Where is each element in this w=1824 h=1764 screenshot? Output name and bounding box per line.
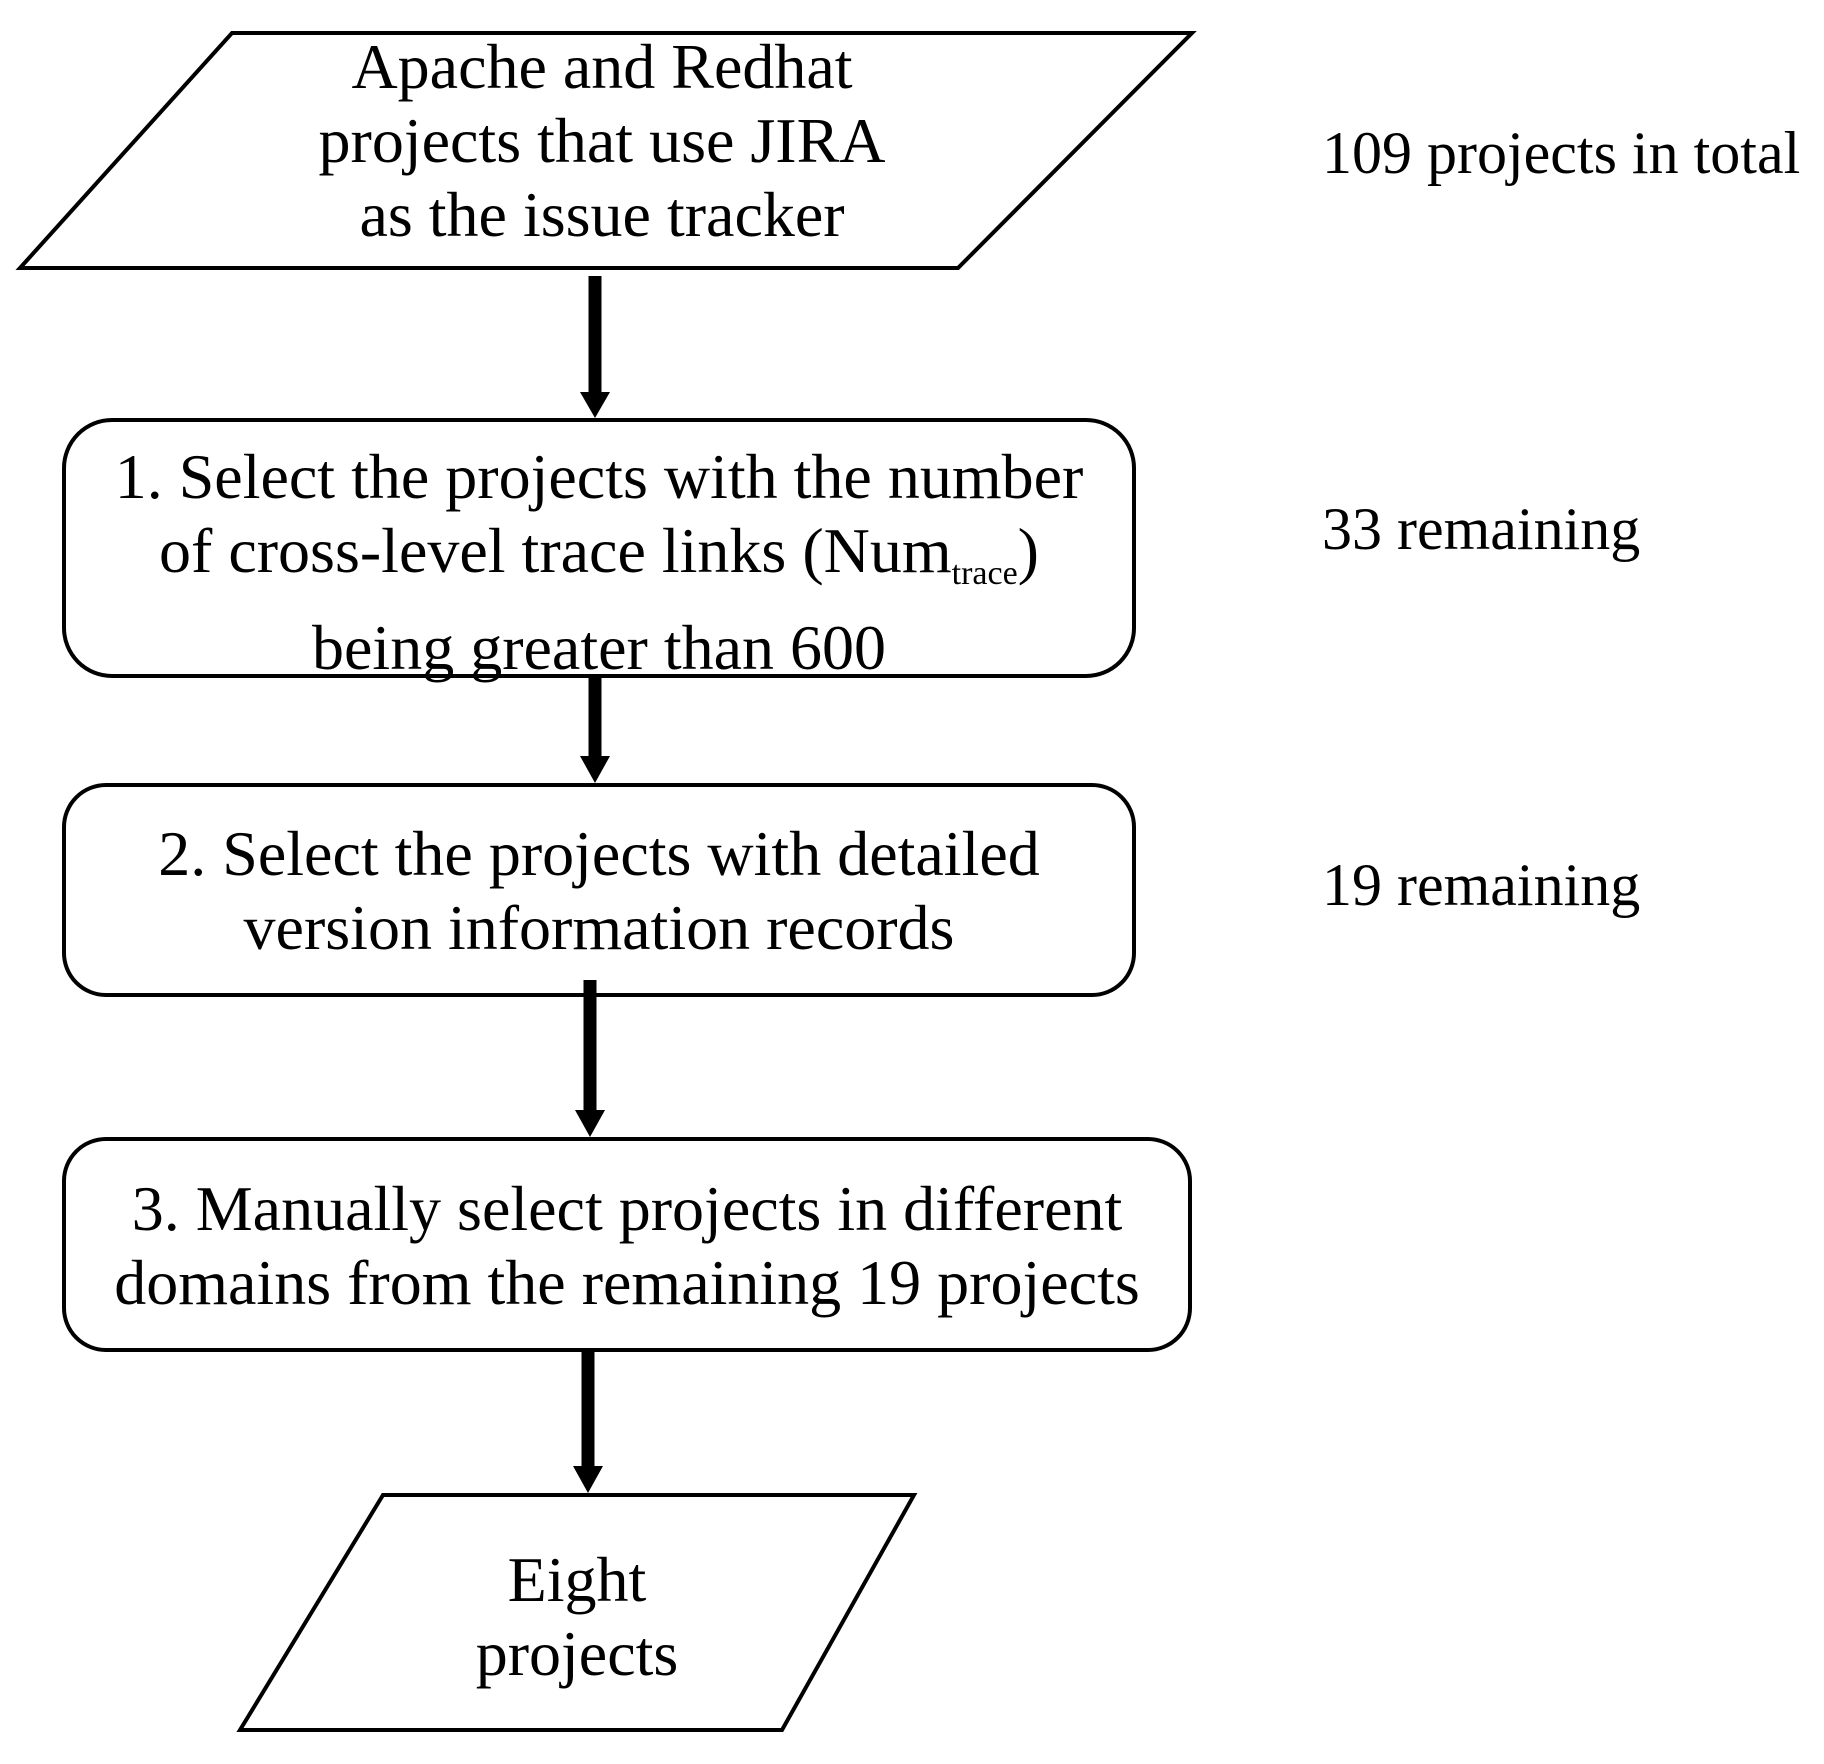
start-parallelogram — [15, 31, 1197, 270]
end-parallelogram — [236, 1493, 918, 1732]
step-3-line-2: domains from the remaining 19 projects — [114, 1247, 1140, 1318]
step-1-text: 1. Select the projects with the number o… — [64, 440, 1134, 685]
arrow-step2-to-step3 — [575, 980, 605, 1137]
start-line-2: projects that use JIRA — [318, 105, 886, 176]
step-1-line-3: being greater than 600 — [312, 612, 886, 683]
start-line-3: as the issue tracker — [359, 179, 845, 250]
step-2-line-1: 2. Select the projects with detailed — [158, 818, 1040, 889]
step-1-line-2-suffix: ) — [1017, 515, 1039, 586]
step-1-line-2: of cross-level trace links (Numtrace) — [64, 514, 1134, 611]
step-3-line-1: 3. Manually select projects in different — [131, 1173, 1123, 1244]
step-1-box — [62, 418, 1136, 678]
step-3-box — [62, 1137, 1192, 1352]
step-2-line-2: version information records — [243, 892, 955, 963]
start-line-1: Apache and Redhat — [351, 31, 853, 102]
arrow-step3-to-end — [573, 1350, 603, 1493]
arrow-start-to-step1 — [580, 276, 610, 418]
note-total-projects: 109 projects in total — [1322, 120, 1801, 186]
arrow-step1-to-step2 — [580, 678, 610, 783]
step-2-box — [62, 783, 1136, 997]
note-19-remaining: 19 remaining — [1322, 852, 1641, 918]
start-node-text: Apache and Redhat projects that use JIRA… — [192, 30, 1012, 252]
end-node-text: Eight projects — [377, 1543, 777, 1691]
step-1-line-2-prefix: of cross-level trace links (Num — [159, 515, 952, 586]
end-line-2: projects — [475, 1618, 679, 1689]
end-line-1: Eight — [507, 1544, 647, 1615]
step-1-line-2-subscript: trace — [951, 555, 1018, 592]
step-1-line-1: 1. Select the projects with the number — [114, 441, 1084, 512]
note-33-remaining: 33 remaining — [1322, 496, 1641, 562]
step-2-text: 2. Select the projects with detailed ver… — [64, 817, 1134, 965]
step-3-text: 3. Manually select projects in different… — [64, 1172, 1190, 1320]
